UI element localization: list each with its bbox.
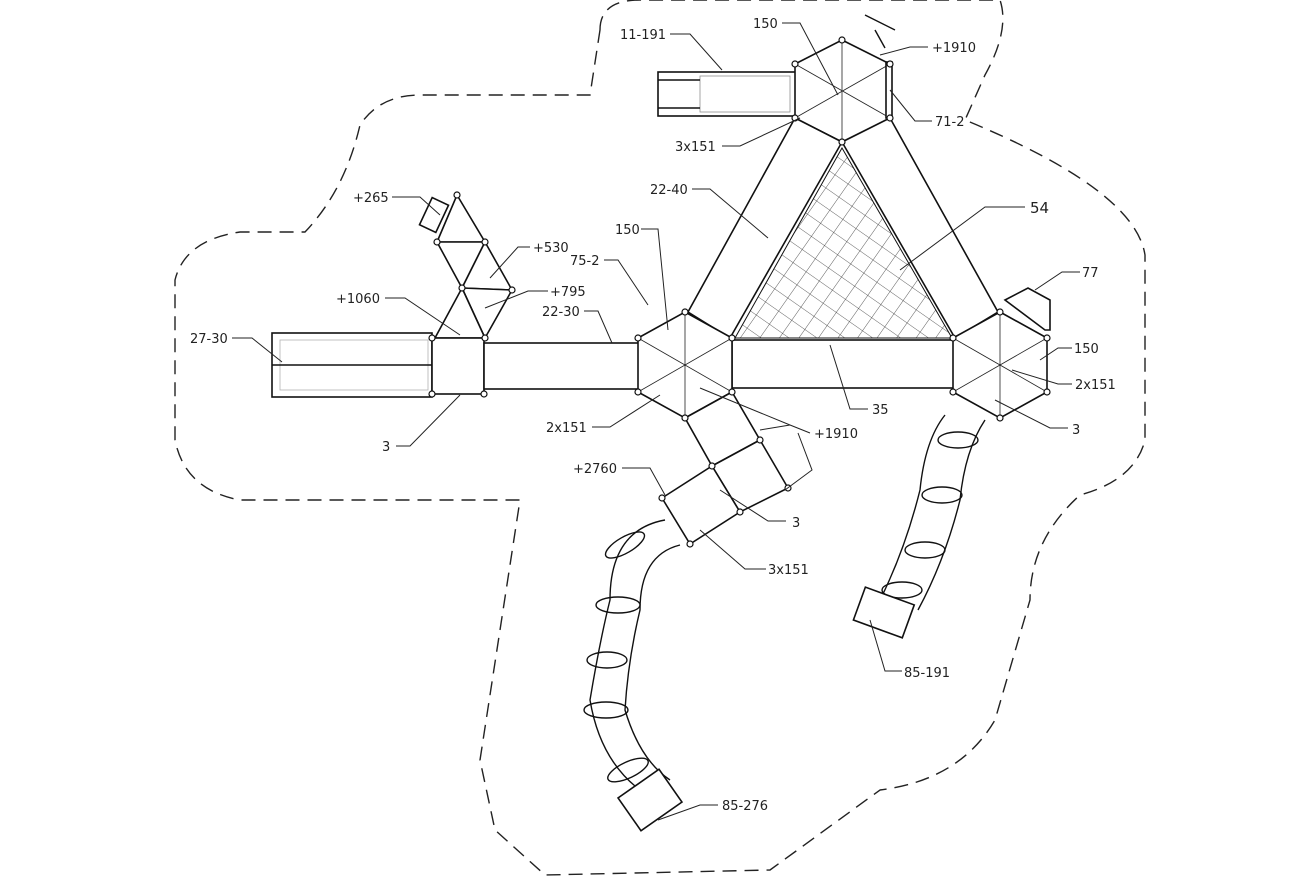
- label-150-mid: 150: [615, 223, 640, 238]
- label-27-30: 27-30: [190, 332, 228, 347]
- center-step-decks: [660, 390, 790, 546]
- label-3-mid: 3: [792, 516, 800, 531]
- label-2x151-mid: 2x151: [546, 421, 587, 436]
- safety-zone-boundary: [174, 0, 1146, 876]
- triangle-climber-stack: [418, 193, 514, 340]
- bridge-center: [731, 339, 955, 389]
- label-150-top: 150: [753, 17, 778, 32]
- label-795: +795: [550, 285, 586, 300]
- label-1060: +1060: [336, 292, 380, 307]
- label-71-2: 71-2: [935, 115, 965, 130]
- label-1910-mid: +1910: [814, 427, 858, 442]
- left-spiral-tube-slide: [583, 519, 684, 832]
- bridge-left: [483, 342, 641, 390]
- label-22-30: 22-30: [542, 305, 580, 320]
- left-tunnel-slide: [271, 332, 433, 398]
- left-square-deck: [431, 337, 485, 395]
- label-75-2: 75-2: [570, 254, 600, 269]
- label-2760: +2760: [573, 462, 617, 477]
- label-54: 54: [1030, 199, 1049, 217]
- label-3-left: 3: [382, 440, 390, 455]
- top-straight-slide: [657, 71, 797, 117]
- label-22-40: 22-40: [650, 183, 688, 198]
- label-265: +265: [353, 191, 389, 206]
- label-11-191: 11-191: [620, 28, 666, 43]
- leader-lines: [232, 22, 1080, 821]
- label-35: 35: [872, 403, 889, 418]
- label-530: +530: [533, 241, 569, 256]
- label-2x151-right: 2x151: [1075, 378, 1116, 393]
- label-85-191: 85-191: [904, 666, 950, 681]
- label-3-right: 3: [1072, 423, 1080, 438]
- label-150-right: 150: [1074, 342, 1099, 357]
- post-nodes: [428, 36, 1051, 548]
- label-1910-top: +1910: [932, 41, 976, 56]
- climbing-net: [734, 146, 953, 339]
- right-tube-slide: [852, 414, 986, 639]
- label-3x151-top: 3x151: [675, 140, 716, 155]
- label-3x151-mid: 3x151: [768, 563, 809, 578]
- label-85-276: 85-276: [722, 799, 768, 814]
- label-77: 77: [1082, 266, 1099, 281]
